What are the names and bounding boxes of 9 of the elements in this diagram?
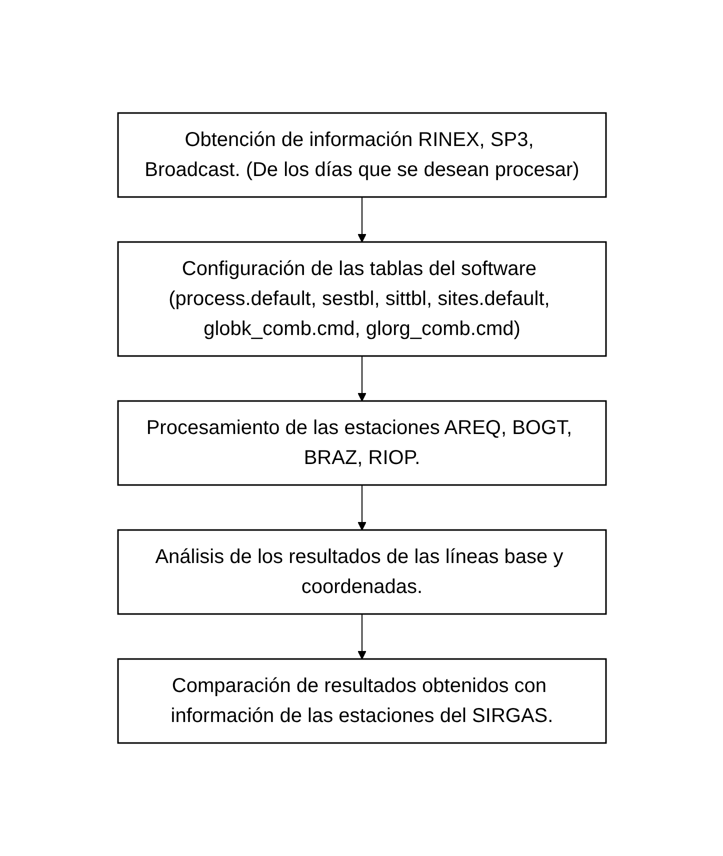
node-box: Obtención de información RINEX, SP3, Broadcast. (De los días que se desean procesar) xyxy=(116,112,606,198)
node-box: Configuración de las tablas del software (process.default, sestbl, sittbl, sites.default, globk_comb.cmd, glorg_comb.cmd) xyxy=(116,241,606,357)
arrow xyxy=(357,484,366,530)
arrow xyxy=(357,356,366,402)
arrow xyxy=(357,196,366,242)
arrow xyxy=(357,614,366,660)
node-box: Procesamiento de las estaciones AREQ, BOGT, BRAZ, RIOP. xyxy=(116,400,606,486)
node-box: Análisis de los resultados de las líneas base y coordenadas. xyxy=(116,529,606,615)
node-box: Comparación de resultados obtenidos con información de las estaciones del SIRGAS. xyxy=(116,658,606,744)
